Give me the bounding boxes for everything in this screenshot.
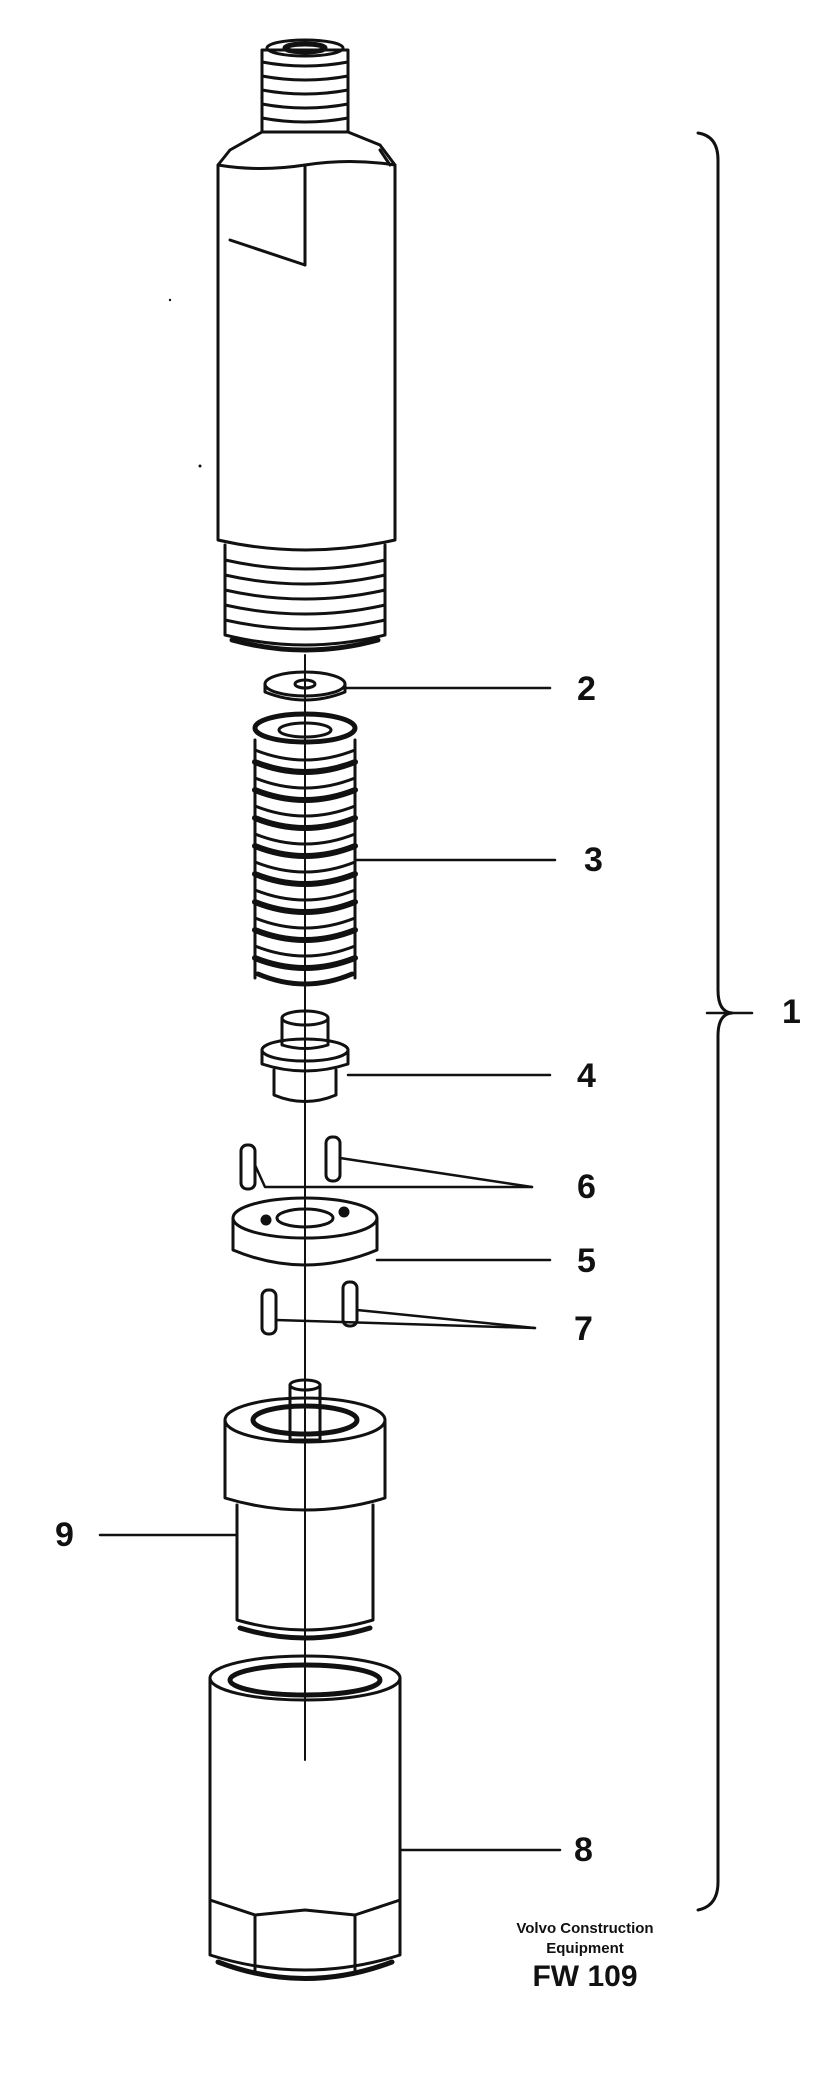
callout-8: 8 xyxy=(574,1831,593,1869)
callout-5: 5 xyxy=(577,1242,596,1280)
lower-dowel-pins xyxy=(260,1280,359,1336)
callout-4: 4 xyxy=(577,1057,596,1095)
spring-seat xyxy=(260,1009,350,1103)
callout-2: 2 xyxy=(577,670,596,708)
nozzle-holder-body xyxy=(168,38,397,653)
cap-nut xyxy=(208,1654,402,1981)
shim-washer xyxy=(263,670,347,702)
callout-6: 6 xyxy=(577,1168,596,1206)
leader-lines xyxy=(98,686,754,1852)
manufacturer-line-2: Equipment xyxy=(546,1940,624,1957)
callout-7: 7 xyxy=(574,1310,593,1348)
manufacturer-line-1: Volvo Construction xyxy=(516,1920,654,1937)
injection-nozzle xyxy=(223,1378,387,1641)
drawing-code: FW 109 xyxy=(532,1960,638,1993)
pressure-spring xyxy=(252,711,358,987)
callout-9: 9 xyxy=(55,1516,74,1554)
intermediate-disc xyxy=(231,1196,379,1267)
callout-1: 1 xyxy=(782,993,801,1031)
callout-3: 3 xyxy=(584,841,603,879)
upper-dowel-pins xyxy=(239,1135,342,1191)
assembly-bracket xyxy=(696,131,734,1912)
